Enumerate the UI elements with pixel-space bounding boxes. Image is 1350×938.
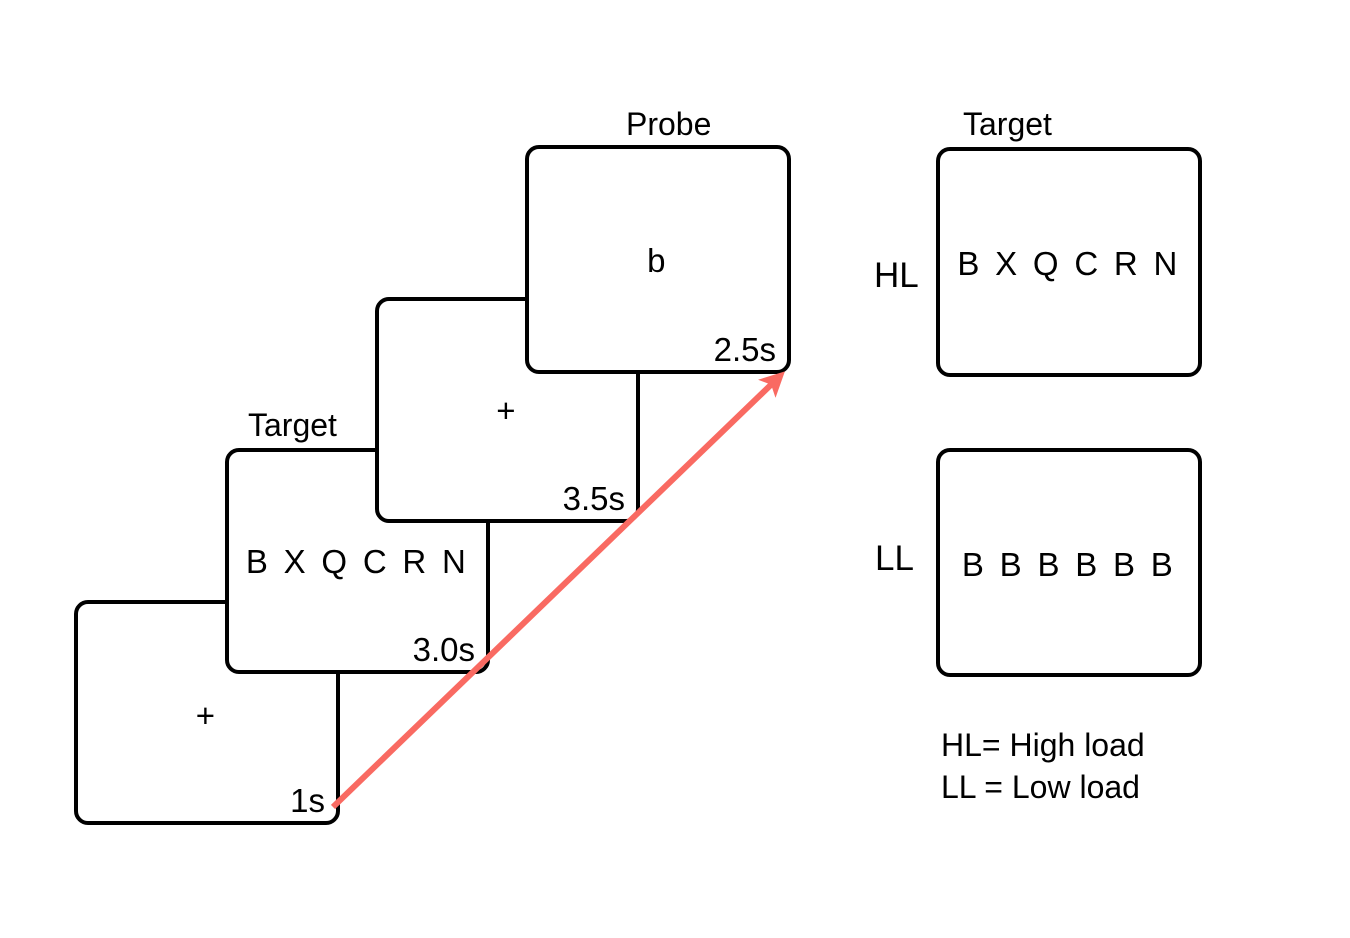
target-letter-string: B X Q C R N — [245, 543, 470, 580]
condition-label-ll: LL — [875, 539, 914, 578]
card-title-probe: Probe — [626, 106, 712, 142]
legend-line-low-load: LL = Low load — [941, 768, 1140, 805]
condition-label-hl: HL — [874, 256, 919, 295]
fixation-cross-1: + — [195, 697, 219, 734]
low-load-letter-string: B B B B B B — [961, 546, 1177, 583]
conditions-title-target: Target — [963, 106, 1052, 142]
duration-label-probe: 2.5s — [713, 331, 776, 368]
condition-card-low-load: B B B B B B — [936, 448, 1202, 677]
fixation-cross-2: + — [496, 392, 519, 429]
card-title-target: Target — [248, 407, 337, 443]
duration-label-fixation-2: 3.5s — [562, 480, 625, 517]
duration-label-fixation-1: 1s — [290, 782, 325, 819]
trial-card-probe: b 2.5s — [525, 145, 791, 374]
probe-letter: b — [647, 242, 669, 279]
legend: HL= High load LL = Low load — [941, 725, 1145, 808]
high-load-letter-string: B X Q C R N — [957, 245, 1181, 282]
duration-label-target: 3.0s — [412, 631, 475, 668]
condition-card-high-load: B X Q C R N — [936, 147, 1202, 377]
legend-line-high-load: HL= High load — [941, 727, 1145, 763]
